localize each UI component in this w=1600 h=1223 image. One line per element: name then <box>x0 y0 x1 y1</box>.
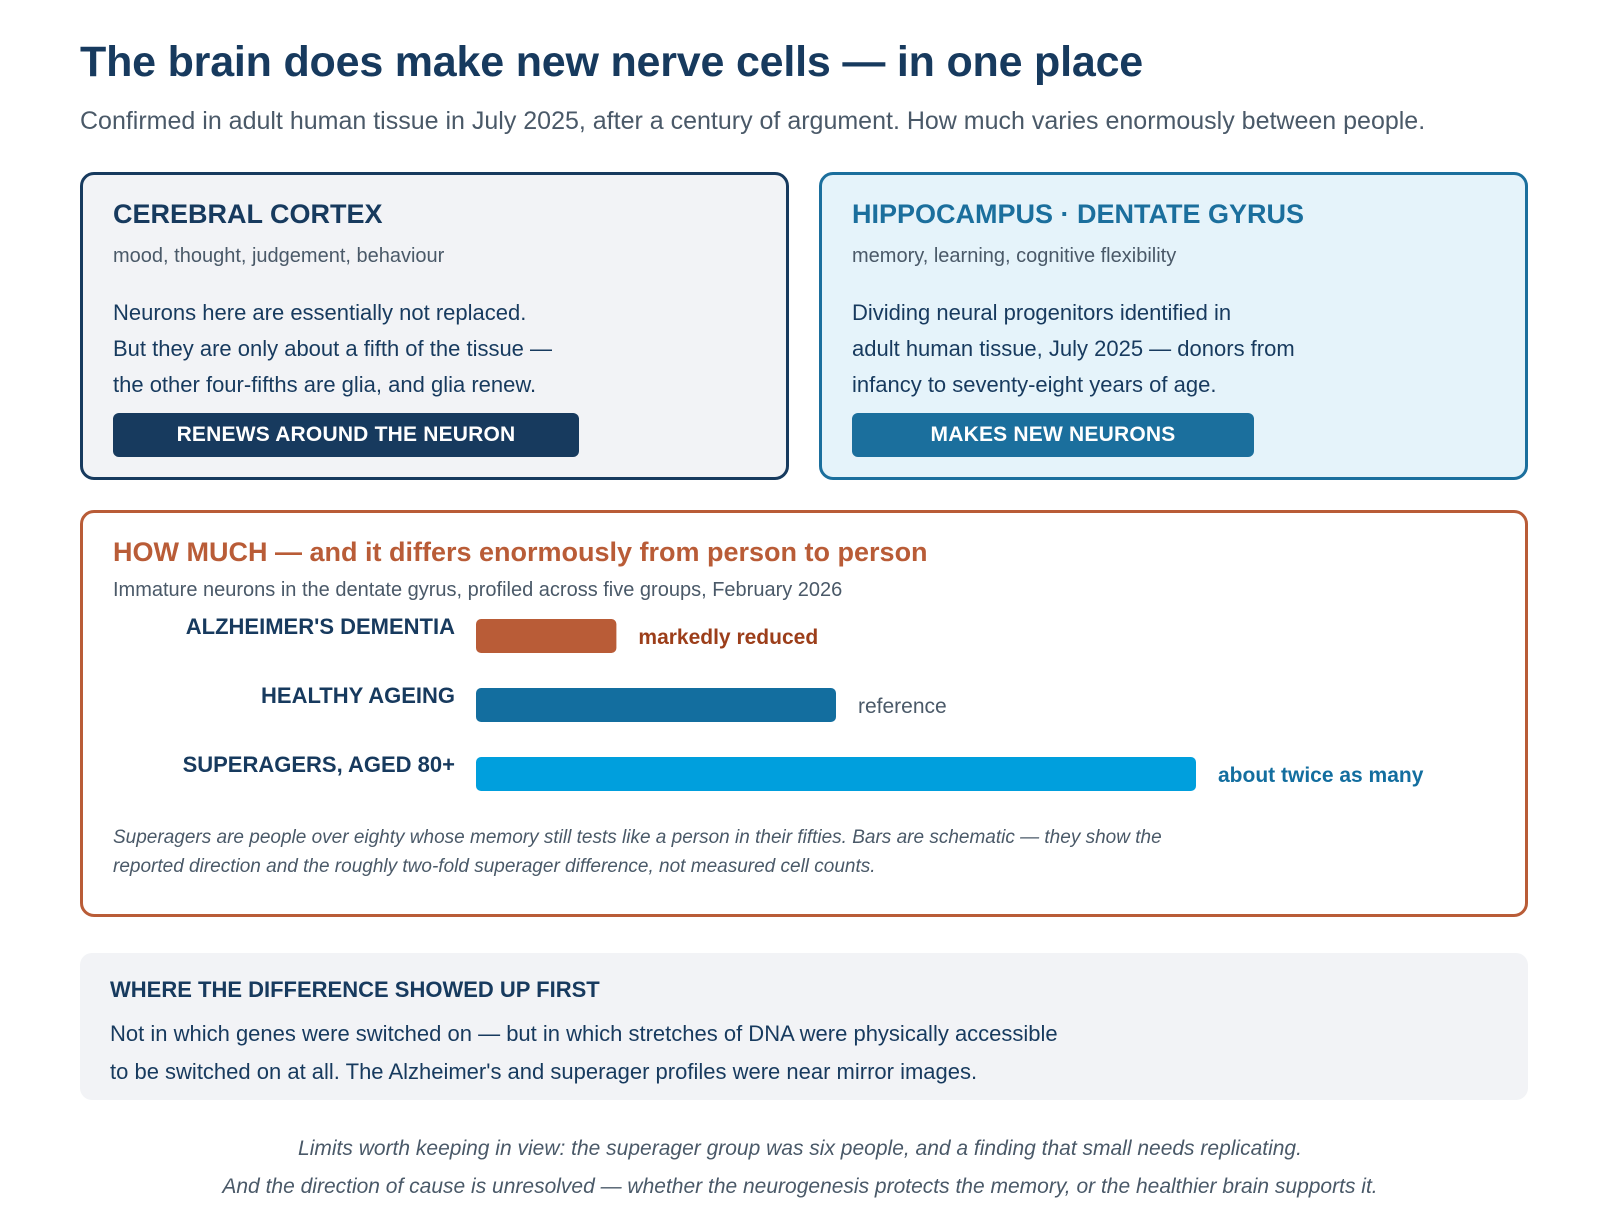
where-title: WHERE THE DIFFERENCE SHOWED UP FIRST <box>110 977 600 1002</box>
bar-category-label: SUPERAGERS, AGED 80+ <box>183 752 455 777</box>
hippocampus-card-subtitle: memory, learning, cognitive flexibility <box>852 245 1177 267</box>
how-much-subtitle: Immature neurons in the dentate gyrus, p… <box>113 579 843 601</box>
bar-category-label: HEALTHY AGEING <box>261 683 455 708</box>
cortex-card-subtitle: mood, thought, judgement, behaviour <box>113 245 445 267</box>
limits-line: Limits worth keeping in view: the supera… <box>298 1137 1302 1160</box>
bar <box>476 757 1196 791</box>
hippocampus-card-title: HIPPOCAMPUS · DENTATE GYRUS <box>852 199 1305 229</box>
hippocampus-badge: MAKES NEW NEURONS <box>852 413 1254 457</box>
where-line: Not in which genes were switched on — bu… <box>110 1021 1058 1046</box>
hippocampus-card: HIPPOCAMPUS · DENTATE GYRUS memory, lear… <box>819 172 1528 480</box>
chart-footnote: Superagers are people over eighty whose … <box>113 823 1162 881</box>
bar-annotation: reference <box>858 695 947 718</box>
cortex-card: CEREBRAL CORTEX mood, thought, judgement… <box>80 172 789 480</box>
cortex-line: But they are only about a fifth of the t… <box>113 336 553 361</box>
bar-annotation: markedly reduced <box>638 626 818 649</box>
where-body: Not in which genes were switched on — bu… <box>110 1015 1058 1091</box>
cortex-card-body: Neurons here are essentially not replace… <box>113 295 552 403</box>
cortex-line: the other four-fifths are glia, and glia… <box>113 372 537 397</box>
limits-note: Limits worth keeping in view: the supera… <box>0 1130 1600 1206</box>
chart-footnote-line: Superagers are people over eighty whose … <box>113 827 1162 848</box>
where-panel: WHERE THE DIFFERENCE SHOWED UP FIRST Not… <box>80 953 1528 1100</box>
page-title: The brain does make new nerve cells — in… <box>80 38 1144 86</box>
bar-category-label: ALZHEIMER'S DEMENTIA <box>186 614 455 639</box>
chart-footnote-line: reported direction and the roughly two-f… <box>113 856 876 877</box>
cortex-line: Neurons here are essentially not replace… <box>113 300 527 325</box>
bar-annotation: about twice as many <box>1218 764 1424 787</box>
limits-line: And the direction of cause is unresolved… <box>222 1175 1378 1198</box>
where-line: to be switched on at all. The Alzheimer'… <box>110 1059 978 1084</box>
hippocampus-line: Dividing neural progenitors identified i… <box>852 300 1232 325</box>
cortex-card-title: CEREBRAL CORTEX <box>113 199 383 229</box>
page-subtitle: Confirmed in adult human tissue in July … <box>80 107 1426 135</box>
hippocampus-line: adult human tissue, July 2025 — donors f… <box>852 336 1295 361</box>
hippocampus-line: infancy to seventy-eight years of age. <box>852 372 1217 397</box>
cortex-badge: RENEWS AROUND THE NEURON <box>113 413 579 457</box>
neuron-bar-chart: ALZHEIMER'S DEMENTIA markedly reducedHEAL… <box>183 614 1424 791</box>
hippocampus-card-body: Dividing neural progenitors identified i… <box>852 295 1295 403</box>
how-much-title: HOW MUCH — and it differs enormously fro… <box>113 537 928 567</box>
bar <box>476 619 617 653</box>
bar <box>476 688 836 722</box>
